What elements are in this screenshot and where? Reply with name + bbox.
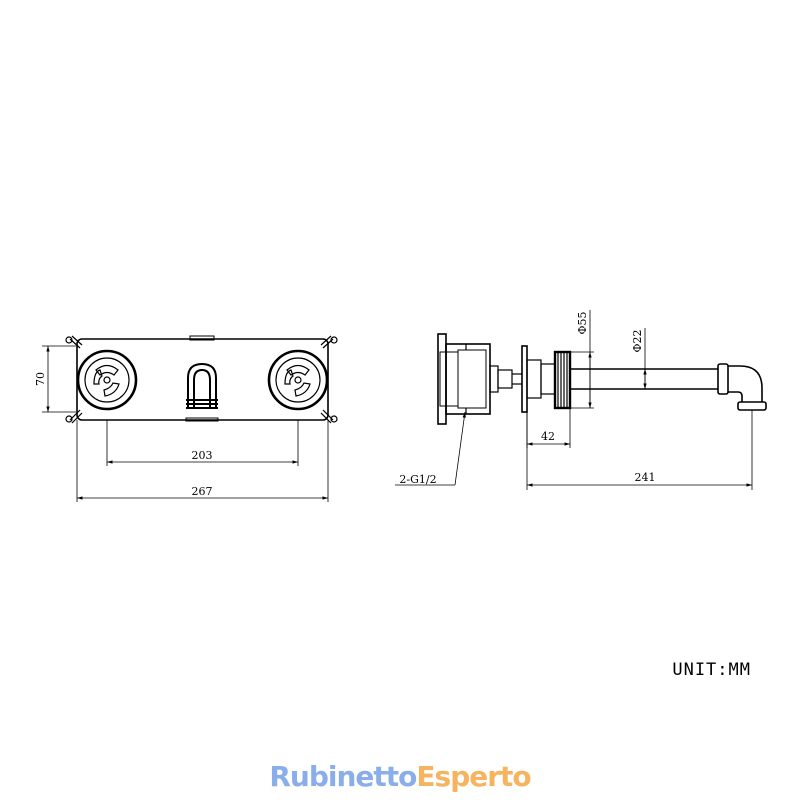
dim-overall-width [76, 420, 329, 502]
dim-height [42, 345, 76, 413]
wall-flange [521, 345, 572, 413]
right-handle [267, 349, 329, 411]
dim-dia-spout-label: Φ22 [631, 329, 644, 352]
left-handle [76, 349, 138, 411]
dim-height-label: 70 [34, 372, 47, 386]
brand-part-1: Rubinetto [269, 760, 417, 793]
dim-width-label: 267 [192, 485, 213, 498]
side-view [395, 310, 767, 490]
dim-thread-leader [395, 411, 466, 486]
side-spout [570, 363, 767, 411]
brand-part-2: Esperto [416, 760, 531, 793]
unit-label: UNIT:MM [672, 660, 751, 680]
mounting-ears [65, 335, 338, 424]
dim-dia-flange-label: Φ55 [576, 311, 589, 334]
dim-projection-label: 241 [635, 471, 656, 484]
wall-box [437, 333, 522, 425]
dim-thread-label: 2-G1/2 [399, 473, 436, 486]
dim-center-distance [106, 420, 299, 466]
brand-logo[interactable]: RubinettoEsperto [0, 760, 800, 793]
front-spout [186, 362, 218, 409]
front-view [42, 335, 338, 502]
dim-depth-label: 42 [541, 430, 555, 443]
dim-projection [526, 410, 753, 490]
dim-center-label: 203 [192, 449, 213, 462]
dim-dia-flange [570, 310, 594, 409]
